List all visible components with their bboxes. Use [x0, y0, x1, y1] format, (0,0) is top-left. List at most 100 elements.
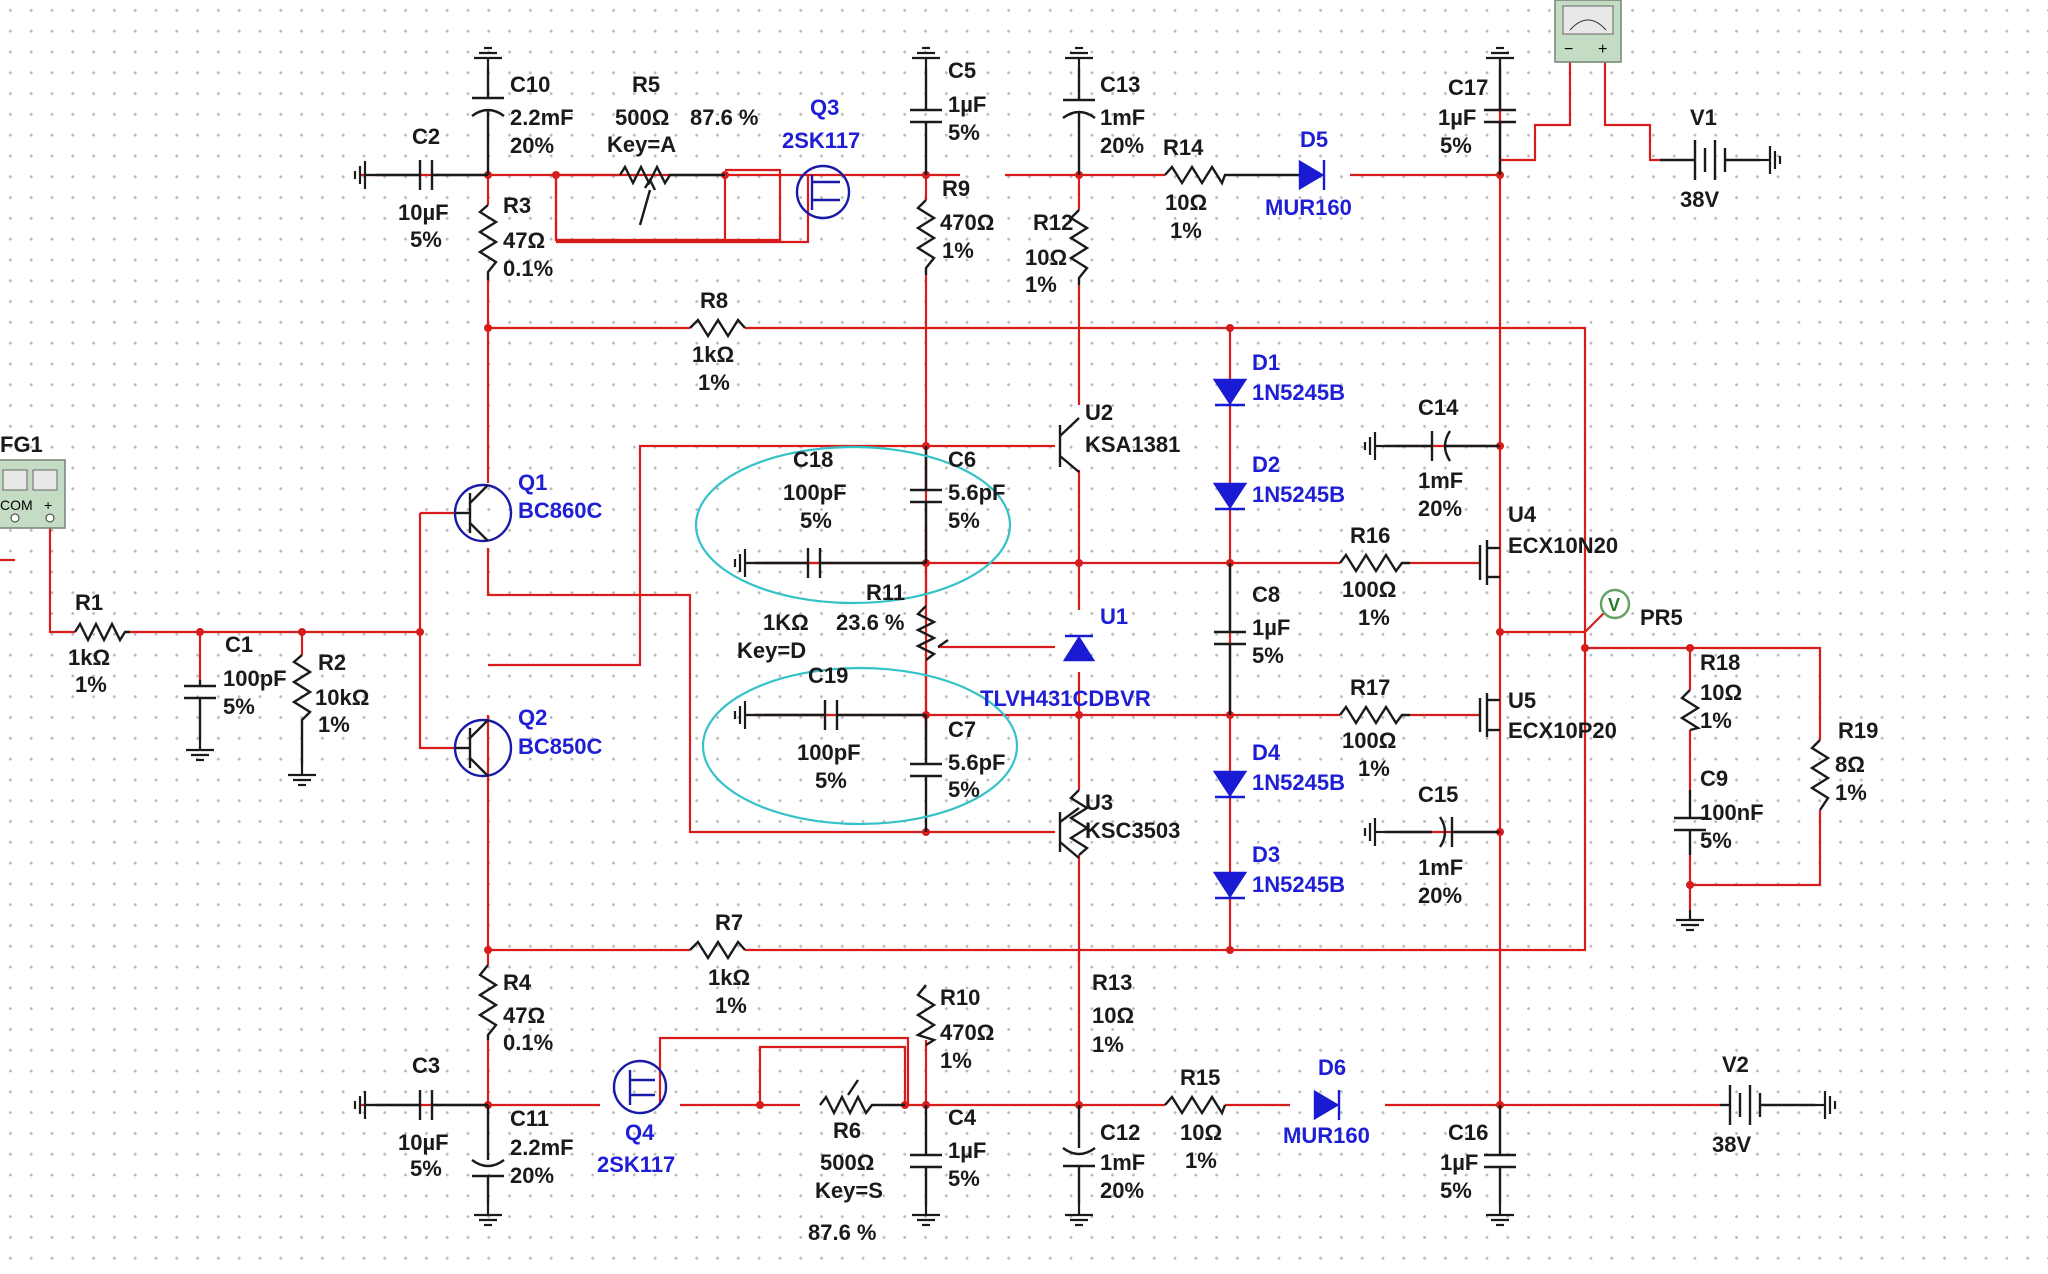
r10-ref: R10	[940, 985, 980, 1010]
c6-ref: C6	[948, 447, 976, 472]
r6-key: Key=S	[815, 1178, 883, 1203]
c10-tol: 20%	[510, 133, 554, 158]
transistor-symbols	[453, 164, 1500, 1115]
r13-tol: 1%	[1092, 1032, 1124, 1057]
q3-part: 2SK117	[782, 128, 860, 153]
c19-value: 100pF	[797, 740, 861, 765]
v1-value: 38V	[1680, 187, 1719, 212]
d5-part: MUR160	[1265, 195, 1352, 220]
fg1-plus-label: +	[44, 497, 52, 513]
r12-ref: R12	[1033, 210, 1073, 235]
diode-symbols	[1062, 159, 1341, 1121]
voltage-probe-pr5[interactable]: V PR5	[1599, 588, 1683, 630]
c4-ref: C4	[948, 1105, 977, 1130]
probe-label: PR5	[1640, 605, 1683, 630]
r14-ref: R14	[1163, 135, 1204, 160]
c19-ref: C19	[808, 663, 848, 688]
r6-pct: 87.6 %	[808, 1220, 877, 1245]
fg1-label: FG1	[0, 432, 43, 457]
v2-ref: V2	[1722, 1052, 1749, 1077]
multimeter[interactable]: − +	[1554, 0, 1622, 63]
r4-tol: 0.1%	[503, 1030, 553, 1055]
r15-ref: R15	[1180, 1065, 1220, 1090]
c10-value: 2.2mF	[510, 105, 574, 130]
r2-ref: R2	[318, 650, 346, 675]
c1-value: 100pF	[223, 666, 287, 691]
c4-tol: 5%	[948, 1166, 980, 1191]
c6-value: 5.6pF	[948, 480, 1005, 505]
c8-value: 1µF	[1252, 615, 1290, 640]
r14-value: 10Ω	[1165, 190, 1207, 215]
c15-ref: C15	[1418, 782, 1458, 807]
r1-tol: 1%	[75, 672, 107, 697]
d6-part: MUR160	[1283, 1123, 1370, 1148]
c5-tol: 5%	[948, 120, 980, 145]
probe-symbol: V	[1608, 595, 1620, 615]
u4-part: ECX10N20	[1508, 533, 1618, 558]
r5-value: 500Ω	[615, 105, 669, 130]
r3-value: 47Ω	[503, 228, 545, 253]
c11-ref: C11	[510, 1106, 549, 1131]
highlight-ellipse-top	[694, 445, 1012, 605]
c10-ref: C10	[510, 72, 550, 97]
resistor-symbols	[73, 164, 1831, 1116]
r18-value: 10Ω	[1700, 680, 1742, 705]
q1-part: BC860C	[518, 498, 602, 523]
r9-tol: 1%	[942, 238, 974, 263]
c17-tol: 5%	[1440, 133, 1472, 158]
r11-key: Key=D	[737, 638, 806, 663]
r7-value: 1kΩ	[708, 965, 750, 990]
r17-value: 100Ω	[1342, 728, 1396, 753]
r3-tol: 0.1%	[503, 256, 553, 281]
r1-ref: R1	[75, 590, 103, 615]
c18-ref: C18	[793, 447, 833, 472]
r8-tol: 1%	[698, 370, 730, 395]
c3-ref: C3	[412, 1053, 440, 1078]
r7-ref: R7	[715, 910, 743, 935]
d2-ref: D2	[1252, 452, 1280, 477]
c6-tol: 5%	[948, 508, 980, 533]
q4-part: 2SK117	[597, 1152, 675, 1177]
component-labels: V1 38V V2 38V R1 1kΩ 1% R2 10kΩ 1% R3 47…	[68, 58, 1878, 1245]
v1-ref: V1	[1690, 105, 1717, 130]
c16-ref: C16	[1448, 1120, 1488, 1145]
r7-tol: 1%	[715, 993, 747, 1018]
c5-ref: C5	[948, 58, 976, 83]
c12-ref: C12	[1100, 1120, 1140, 1145]
r10-tol: 1%	[940, 1048, 972, 1073]
c13-tol: 20%	[1100, 133, 1144, 158]
c9-ref: C9	[1700, 766, 1728, 791]
c8-tol: 5%	[1252, 643, 1284, 668]
v2-value: 38V	[1712, 1132, 1751, 1157]
meter-minus: −	[1564, 41, 1573, 58]
r19-value: 8Ω	[1835, 752, 1865, 777]
d5-ref: D5	[1300, 127, 1328, 152]
c3-value: 10µF	[398, 1130, 449, 1155]
c18-tol: 5%	[800, 508, 832, 533]
c2-value: 10µF	[398, 200, 449, 225]
c9-tol: 5%	[1700, 828, 1732, 853]
function-generator-fg1[interactable]: FG1 COM +	[0, 432, 66, 529]
r12-value: 10Ω	[1025, 245, 1067, 270]
r4-ref: R4	[503, 970, 532, 995]
c17-value: 1µF	[1438, 105, 1476, 130]
r18-ref: R18	[1700, 650, 1740, 675]
r12-tol: 1%	[1025, 272, 1057, 297]
c12-value: 1mF	[1100, 1150, 1145, 1175]
r4-value: 47Ω	[503, 1003, 545, 1028]
r13-ref: R13	[1092, 970, 1132, 995]
q2-part: BC850C	[518, 734, 602, 759]
c13-ref: C13	[1100, 72, 1140, 97]
c19-tol: 5%	[815, 768, 847, 793]
c13-value: 1mF	[1100, 105, 1145, 130]
r6-ref: R6	[833, 1118, 861, 1143]
r5-pct: 87.6 %	[690, 105, 759, 130]
c7-ref: C7	[948, 717, 976, 742]
c16-tol: 5%	[1440, 1178, 1472, 1203]
c2-ref: C2	[412, 124, 440, 149]
c16-value: 1µF	[1440, 1150, 1478, 1175]
c1-ref: C1	[225, 632, 253, 657]
r17-ref: R17	[1350, 675, 1390, 700]
c5-value: 1µF	[948, 92, 986, 117]
